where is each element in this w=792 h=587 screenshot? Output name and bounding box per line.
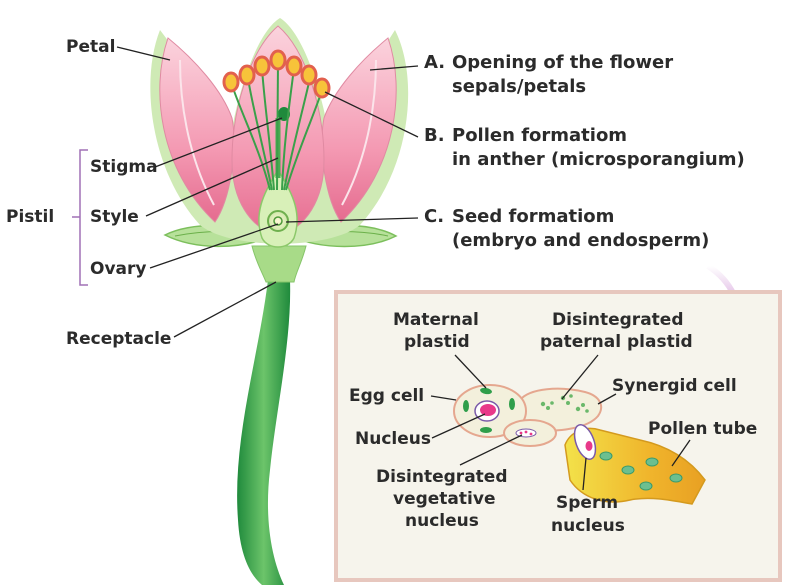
label-pollen-tube: Pollen tube <box>648 419 757 439</box>
label-ovary: Ovary <box>90 259 146 279</box>
label-maternal-plastid-2: plastid <box>404 332 470 352</box>
label-vegetative-3: nucleus <box>405 511 479 531</box>
step-c-line2: (embryo and endosperm) <box>452 230 709 251</box>
label-egg-cell: Egg cell <box>349 386 424 406</box>
label-vegetative-1: Disintegrated <box>376 467 508 487</box>
ovule <box>268 211 288 231</box>
step-c-line1: Seed formatiom <box>452 206 614 227</box>
label-style: Style <box>90 207 139 227</box>
step-b-line1: Pollen formatiom <box>452 125 627 146</box>
label-petal: Petal <box>66 37 115 57</box>
label-pistil: Pistil <box>6 207 54 227</box>
step-a-letter: A. <box>424 52 445 73</box>
step-c-letter: C. <box>424 206 444 227</box>
label-vegetative-2: vegetative <box>393 489 495 509</box>
label-paternal-plastid-2: paternal plastid <box>540 332 693 352</box>
label-sperm-2: nucleus <box>551 516 625 536</box>
label-receptacle: Receptacle <box>66 329 171 349</box>
step-a-line1: Opening of the flower <box>452 52 673 73</box>
step-a-line2: sepals/petals <box>452 76 586 97</box>
petal-right <box>322 38 396 222</box>
fertilization-inset: Maternal plastid Disintegrated paternal … <box>336 292 780 580</box>
step-b-line2: in anther (microsporangium) <box>452 149 745 170</box>
step-b-letter: B. <box>424 125 445 146</box>
label-nucleus: Nucleus <box>355 429 431 449</box>
petal-left <box>160 38 234 222</box>
label-paternal-plastid-1: Disintegrated <box>552 310 684 330</box>
label-stigma: Stigma <box>90 157 158 177</box>
stem <box>237 280 290 585</box>
label-sperm-1: Sperm <box>556 493 618 513</box>
receptacle <box>252 246 306 282</box>
pistil-bracket <box>72 150 88 285</box>
label-maternal-plastid-1: Maternal <box>393 310 479 330</box>
label-synergid-cell: Synergid cell <box>612 376 737 396</box>
